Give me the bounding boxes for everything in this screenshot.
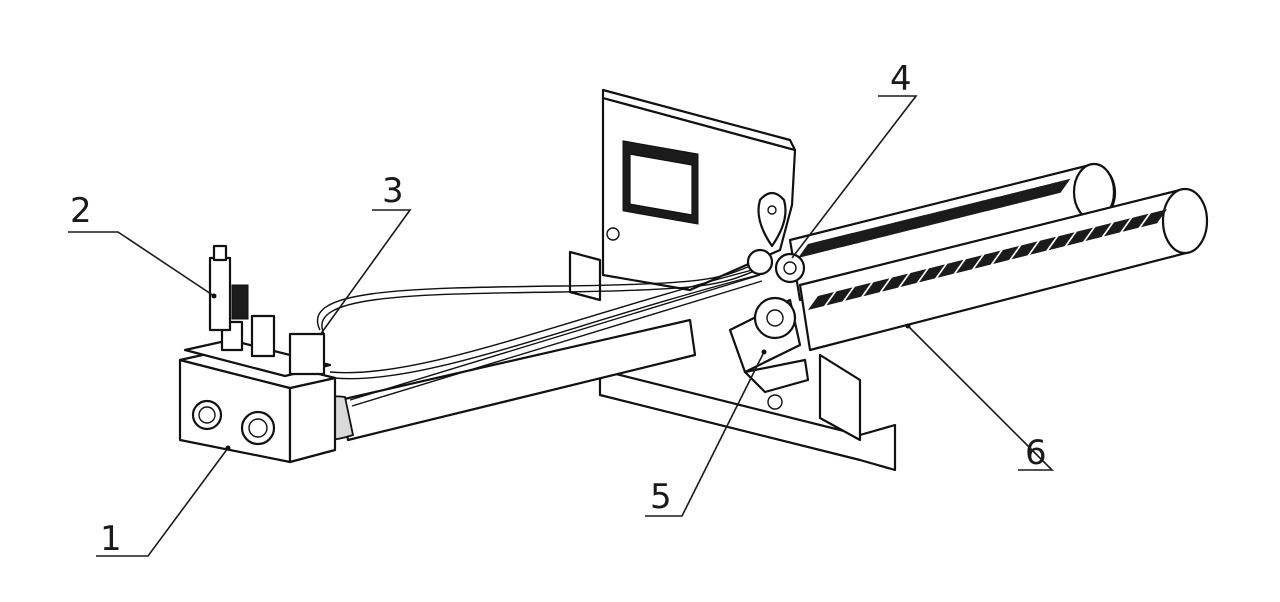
burner-slot bbox=[956, 255, 982, 274]
burner-slot bbox=[974, 250, 1001, 269]
burner-slot bbox=[899, 214, 926, 233]
callout-3: 3 bbox=[382, 171, 404, 211]
callout-1: 1 bbox=[100, 519, 122, 559]
pilot-tubes bbox=[316, 261, 763, 407]
burner-slot bbox=[1067, 227, 1093, 246]
burner-slot bbox=[993, 246, 1019, 264]
pilot-assembly bbox=[746, 248, 806, 284]
burner-slot bbox=[812, 236, 839, 255]
burner-slot bbox=[841, 229, 868, 248]
burner-slot bbox=[1044, 178, 1071, 197]
igniter-bracket bbox=[728, 296, 810, 410]
leader-lines bbox=[68, 95, 1054, 557]
control-knob bbox=[208, 244, 232, 332]
burner-slot bbox=[798, 240, 824, 258]
burner-slot bbox=[1001, 189, 1027, 208]
burner-slot bbox=[1048, 232, 1075, 251]
burner-slot bbox=[900, 269, 927, 287]
burner-slot bbox=[1104, 218, 1130, 237]
burner-slot bbox=[826, 287, 853, 306]
burner-slot bbox=[1122, 213, 1149, 232]
burner-slot bbox=[827, 232, 853, 251]
burner-slot bbox=[845, 282, 871, 301]
mounting-bracket bbox=[568, 88, 897, 472]
burner-slot bbox=[808, 292, 834, 310]
burner-slot bbox=[986, 193, 1013, 212]
burner-slot bbox=[943, 204, 969, 222]
burner-slot bbox=[1141, 209, 1167, 228]
burner-slot bbox=[856, 225, 882, 244]
burner-slot bbox=[928, 207, 955, 226]
burner-tubes bbox=[788, 162, 1209, 352]
burner-slot bbox=[870, 222, 897, 240]
burner-slot bbox=[1030, 236, 1056, 255]
callout-2: 2 bbox=[70, 191, 92, 231]
callout-4: 4 bbox=[890, 59, 912, 99]
gas-valve bbox=[178, 284, 337, 464]
callout-6: 6 bbox=[1025, 433, 1047, 473]
burner-slot bbox=[1030, 182, 1056, 201]
burner-slot bbox=[972, 196, 998, 215]
burner-slot bbox=[1085, 223, 1112, 241]
burner-slot bbox=[919, 264, 945, 283]
burner-slot bbox=[1015, 186, 1042, 204]
burner-slot bbox=[863, 278, 890, 297]
burner-slot bbox=[1011, 241, 1038, 260]
callout-5: 5 bbox=[650, 477, 672, 517]
burner-slot bbox=[937, 259, 964, 278]
burner-slot bbox=[957, 200, 984, 219]
burner-slot bbox=[882, 273, 908, 292]
burner-slot bbox=[885, 218, 911, 237]
burner-slot bbox=[914, 211, 940, 230]
